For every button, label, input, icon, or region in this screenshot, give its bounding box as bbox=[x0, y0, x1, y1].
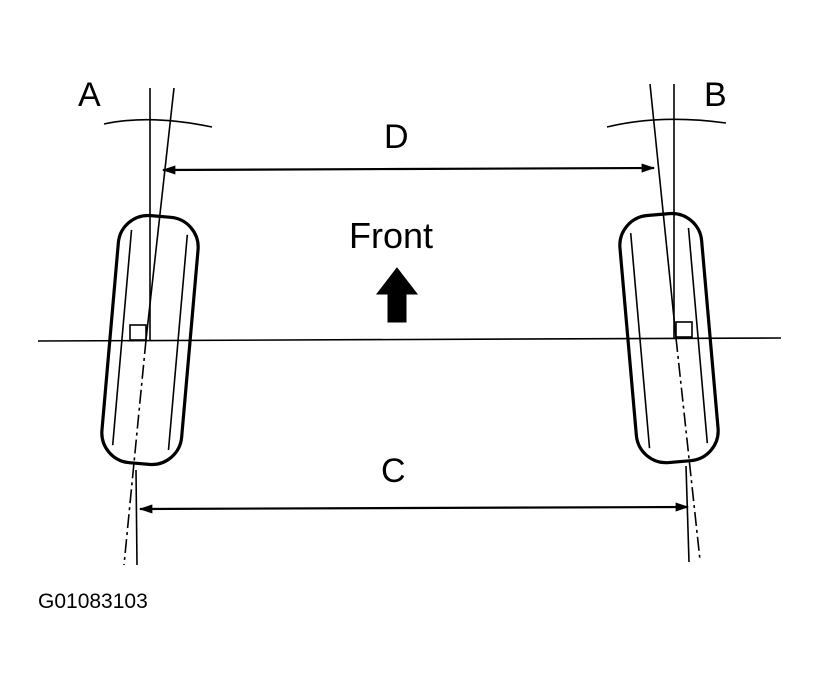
left-tire-outline bbox=[100, 213, 200, 467]
right-wheel-centerline bbox=[649, 83, 677, 339]
right-tire-tread-line bbox=[629, 232, 651, 449]
right-right-angle-marker bbox=[675, 321, 693, 338]
axle-centerline bbox=[37, 337, 782, 342]
left-right-angle-marker bbox=[129, 324, 147, 341]
arrow-up-icon bbox=[375, 267, 419, 323]
angle-a-label: A bbox=[78, 76, 101, 114]
dimension-c-arrow bbox=[138, 504, 411, 514]
dimension-d-label: D bbox=[384, 118, 409, 156]
left-lower-reference bbox=[135, 469, 138, 566]
right-tire-outline bbox=[618, 211, 720, 465]
angle-a-arc bbox=[103, 118, 213, 128]
dimension-c-label: C bbox=[381, 452, 406, 490]
angle-b-label: B bbox=[704, 76, 727, 114]
left-wheel-centerline-dashed bbox=[123, 339, 147, 566]
right-wheel-centerline-dashed bbox=[675, 337, 701, 561]
left-wheel bbox=[100, 87, 213, 566]
left-wheel-centerline bbox=[145, 87, 175, 341]
left-tire-tread-line bbox=[111, 229, 133, 446]
right-lower-reference bbox=[685, 465, 690, 563]
angle-b-arc bbox=[606, 118, 727, 128]
right-wheel bbox=[606, 83, 727, 563]
dimension-d-arrow bbox=[399, 163, 656, 173]
left-tire-tread-line bbox=[167, 234, 189, 451]
dimension-d-arrow bbox=[161, 165, 401, 175]
figure-id: G01083103 bbox=[38, 590, 148, 613]
front-direction-label: Front bbox=[349, 215, 433, 256]
right-tire-tread-line bbox=[687, 227, 709, 444]
dimension-c-arrow bbox=[409, 502, 690, 512]
